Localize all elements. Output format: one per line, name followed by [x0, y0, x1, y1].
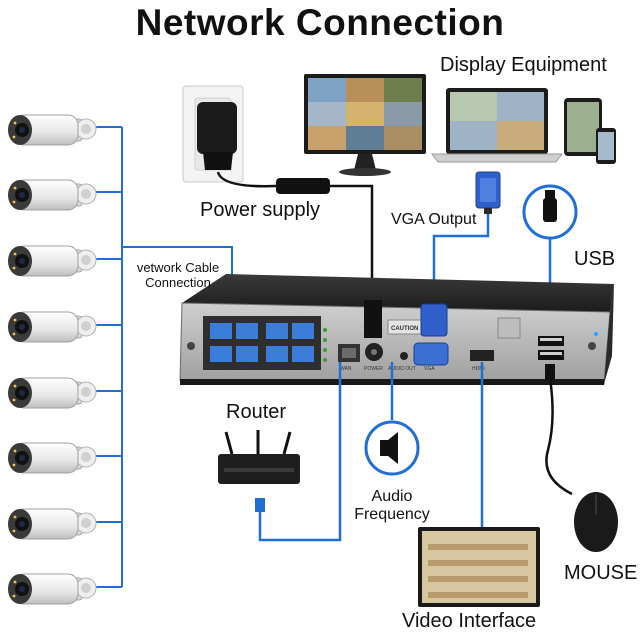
svg-text:VGA: VGA [424, 366, 435, 372]
power-cable [216, 171, 374, 300]
mouse-icon [574, 492, 618, 552]
label-network-cable: vetwork Cable Connection [128, 260, 228, 290]
label-audio-line2: Frequency [354, 506, 430, 523]
svg-text:CAUTION: CAUTION [391, 326, 418, 332]
camera-icon [7, 245, 97, 277]
nvr-recorder [179, 274, 614, 385]
svg-text:LAN8: LAN8 [293, 365, 306, 371]
svg-text:LAN4: LAN4 [237, 365, 250, 371]
label-vga-output: VGA Output [391, 211, 477, 228]
wan-cable [258, 362, 342, 542]
svg-text:LAN6: LAN6 [293, 317, 306, 323]
svg-text:LAN3: LAN3 [211, 365, 224, 371]
label-display-equipment: Display Equipment [440, 54, 607, 76]
tablet-icon [564, 98, 602, 156]
svg-text:LAN2: LAN2 [237, 317, 250, 323]
laptop-icon [431, 88, 563, 163]
label-video-interface: Video Interface [402, 610, 537, 632]
svg-text:LAN7: LAN7 [267, 365, 280, 371]
svg-text:HDMI: HDMI [472, 366, 485, 372]
camera-icon [7, 311, 97, 343]
label-router: Router [226, 401, 287, 423]
monitor-icon [304, 74, 426, 176]
camera-icon [7, 179, 97, 211]
label-network-cable-line2: Connection [145, 275, 211, 290]
label-power-supply: Power supply [200, 199, 321, 221]
camera-icon [7, 442, 97, 474]
diagram-title: Network Connection [135, 2, 505, 43]
svg-text:AUDIO OUT: AUDIO OUT [388, 366, 416, 372]
mouse-cable [545, 377, 573, 496]
svg-text:POWER: POWER [364, 366, 383, 372]
camera-icon [7, 377, 97, 409]
label-usb: USB [574, 248, 616, 270]
camera-icon [7, 508, 97, 540]
label-audio-frequency: Audio Frequency [352, 488, 432, 524]
svg-text:LAN1: LAN1 [211, 317, 224, 323]
camera-icon [7, 573, 97, 605]
vga-cable [432, 214, 490, 302]
phone-icon [596, 128, 616, 164]
svg-text:WAN: WAN [340, 366, 352, 372]
router-icon [218, 430, 300, 484]
label-audio-line1: Audio [371, 488, 413, 505]
svg-text:LAN5: LAN5 [267, 317, 280, 323]
power-adapter-icon [182, 85, 244, 183]
label-mouse: MOUSE [564, 562, 638, 584]
speaker-icon [364, 420, 420, 476]
camera-icon [7, 114, 97, 146]
usb-drive-icon [543, 190, 557, 222]
tv-icon [418, 527, 540, 607]
label-network-cable-line1: vetwork Cable [136, 260, 220, 275]
vga-connector-icon [475, 171, 501, 214]
